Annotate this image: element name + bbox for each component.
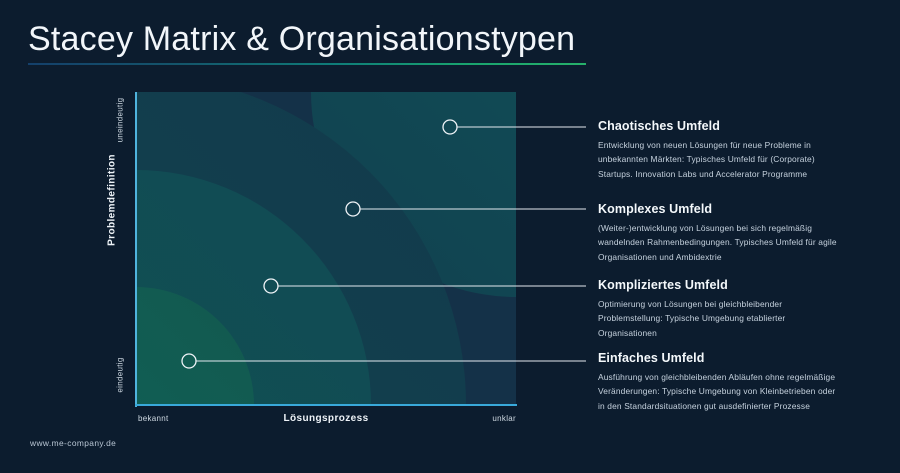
callout-kompliziertes-umfeld: Kompliziertes Umfeld Optimierung von Lös… bbox=[598, 278, 844, 340]
stacey-matrix-plot bbox=[136, 92, 516, 405]
y-axis-top-label: uneindeutig bbox=[115, 97, 125, 143]
y-axis-bottom-label: eindeutig bbox=[115, 357, 125, 393]
plot-background bbox=[136, 92, 516, 405]
x-axis-title: Lösungsprozess bbox=[283, 413, 369, 424]
page-title: Stacey Matrix & Organisationstypen bbox=[28, 20, 576, 58]
title-underline-gradient bbox=[28, 63, 586, 66]
callout-einfaches-umfeld: Einfaches Umfeld Ausführung von gleichbl… bbox=[598, 351, 844, 413]
x-axis-line bbox=[135, 404, 517, 406]
callout-heading: Chaotisches Umfeld bbox=[598, 119, 720, 133]
y-axis-line bbox=[135, 92, 137, 407]
y-axis-title: Problemdefinition bbox=[106, 154, 118, 246]
callout-heading: Kompliziertes Umfeld bbox=[598, 278, 728, 292]
x-axis-left-label: bekannt bbox=[138, 414, 169, 423]
callout-chaotisches-umfeld: Chaotisches Umfeld Entwicklung von neuen… bbox=[598, 119, 844, 181]
callout-heading: Komplexes Umfeld bbox=[598, 202, 713, 216]
callout-body: Ausführung von gleichbleibenden Abläufen… bbox=[598, 372, 836, 411]
callout-komplexes-umfeld: Komplexes Umfeld (Weiter-)entwicklung vo… bbox=[598, 202, 844, 264]
footer-url: www.me-company.de bbox=[30, 438, 117, 448]
callout-body: (Weiter-)entwicklung von Lösungen bei si… bbox=[598, 223, 837, 262]
x-axis-right-label: unklar bbox=[492, 414, 516, 423]
callout-body: Entwicklung von neuen Lösungen für neue … bbox=[598, 140, 815, 179]
title-block: Stacey Matrix & Organisationstypen bbox=[28, 20, 588, 66]
callout-body: Optimierung von Lösungen bei gleichbleib… bbox=[598, 299, 786, 338]
callout-heading: Einfaches Umfeld bbox=[598, 351, 705, 365]
zone-arcs bbox=[136, 92, 516, 405]
